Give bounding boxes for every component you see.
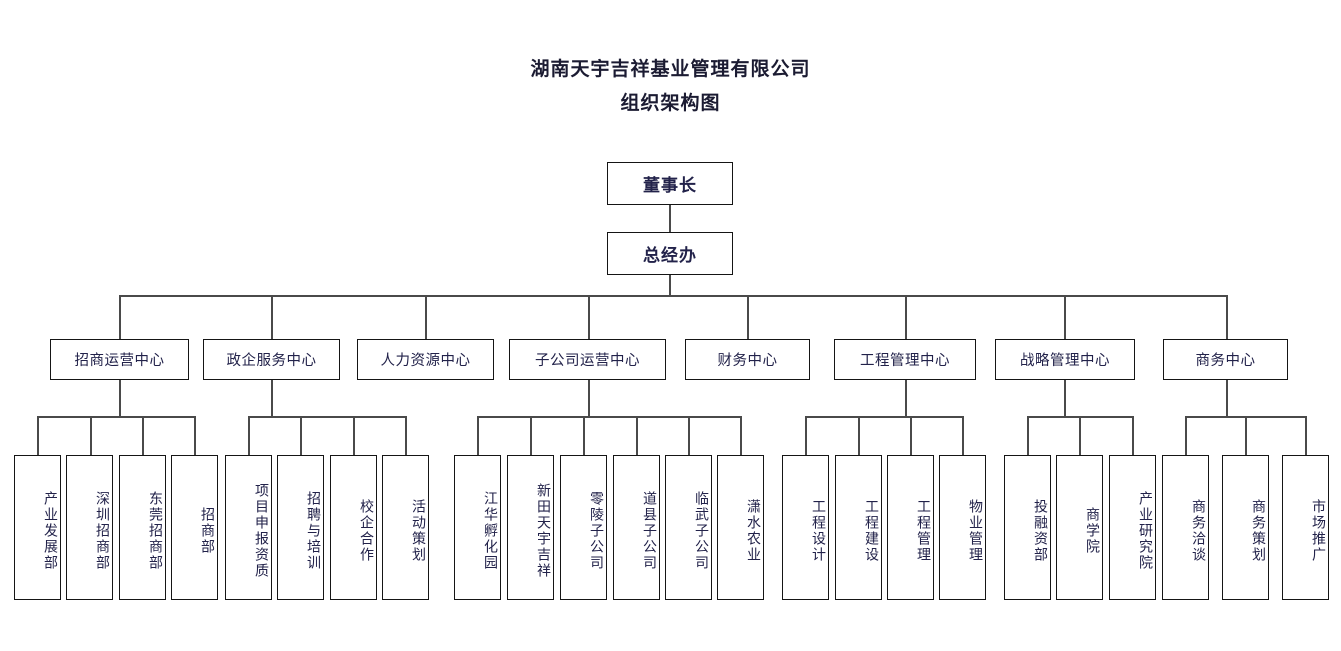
node-center-gongcheng-guanli[interactable]: 工程管理中心 — [834, 339, 976, 380]
node-leaf-dongguan-zhaoshang[interactable]: 东莞招商部 — [119, 455, 166, 600]
node-leaf-wuye-guanli[interactable]: 物业管理 — [939, 455, 986, 600]
connector-subbus1-drop-4 — [194, 416, 196, 455]
connector-gm-to-bus — [669, 275, 671, 296]
connector-subbus2-drop-2 — [300, 416, 302, 455]
connector-subbus4-drop-1 — [477, 416, 479, 455]
node-leaf-shangwu-cehua[interactable]: 商务策划 — [1222, 455, 1269, 600]
connector-subbus4-drop-2 — [530, 416, 532, 455]
connector-subbus-group-4 — [477, 416, 741, 418]
node-leaf-lingling-zigongsi[interactable]: 零陵子公司 — [560, 455, 607, 600]
connector-subbus6-drop-1 — [805, 416, 807, 455]
connector-subbus4-drop-4 — [636, 416, 638, 455]
connector-main-bus — [119, 295, 1227, 297]
node-center-zigongsi-yunying[interactable]: 子公司运营中心 — [509, 339, 666, 380]
node-gm-office[interactable]: 总经办 — [607, 232, 733, 275]
connector-bus-to-center-1 — [119, 295, 121, 339]
connector-subbus7-drop-3 — [1132, 416, 1134, 455]
connector-subbus2-drop-3 — [353, 416, 355, 455]
title-line-company: 湖南天宇吉祥基业管理有限公司 — [530, 58, 811, 80]
connector-center4-to-subbus — [588, 380, 590, 416]
node-center-zhengqi-fuwu[interactable]: 政企服务中心 — [203, 339, 340, 380]
connector-bus-to-center-4 — [588, 295, 590, 339]
connector-center6-to-subbus — [905, 380, 907, 416]
node-center-caiwu[interactable]: 财务中心 — [685, 339, 810, 380]
node-leaf-gongcheng-sheji[interactable]: 工程设计 — [782, 455, 829, 600]
node-leaf-linwu-zigongsi[interactable]: 临武子公司 — [665, 455, 712, 600]
connector-subbus2-drop-4 — [405, 416, 407, 455]
connector-subbus1-drop-2 — [90, 416, 92, 455]
node-leaf-zhaopin-yu-peixun[interactable]: 招聘与培训 — [277, 455, 324, 600]
connector-subbus7-drop-2 — [1079, 416, 1081, 455]
node-leaf-huodong-cehua[interactable]: 活动策划 — [382, 455, 429, 600]
node-leaf-xiangmu-shenbao-zizhi[interactable]: 项目申报资质 — [225, 455, 272, 600]
connector-subbus1-drop-3 — [142, 416, 144, 455]
node-leaf-gongcheng-jianshe[interactable]: 工程建设 — [835, 455, 882, 600]
connector-subbus8-drop-2 — [1245, 416, 1247, 455]
node-leaf-jianghua-fuhuayuan[interactable]: 江华孵化园 — [454, 455, 501, 600]
node-leaf-xintian-tianyu-jixiang[interactable]: 新田天宇吉祥 — [507, 455, 554, 600]
node-center-renli-ziyuan[interactable]: 人力资源中心 — [357, 339, 494, 380]
node-leaf-shangwu-qiatan[interactable]: 商务洽谈 — [1162, 455, 1209, 600]
connector-subbus8-drop-1 — [1185, 416, 1187, 455]
connector-subbus7-drop-1 — [1027, 416, 1029, 455]
connector-bus-to-center-7 — [1064, 295, 1066, 339]
connector-bus-to-center-8 — [1226, 295, 1228, 339]
node-leaf-daoxian-zigongsi[interactable]: 道县子公司 — [613, 455, 660, 600]
connector-bus-to-center-3 — [425, 295, 427, 339]
connector-subbus6-drop-3 — [910, 416, 912, 455]
connector-subbus1-drop-1 — [37, 416, 39, 455]
node-leaf-xiaoshui-nongye[interactable]: 潇水农业 — [717, 455, 764, 600]
node-center-zhaoshang-yunying[interactable]: 招商运营中心 — [50, 339, 189, 380]
node-leaf-zhaoshang-bu[interactable]: 招商部 — [171, 455, 218, 600]
connector-subbus-group-6 — [805, 416, 963, 418]
node-leaf-gongcheng-guanli[interactable]: 工程管理 — [887, 455, 934, 600]
node-leaf-shangxueyuan[interactable]: 商学院 — [1056, 455, 1103, 600]
connector-subbus6-drop-2 — [858, 416, 860, 455]
connector-bus-to-center-5 — [747, 295, 749, 339]
chart-title: 湖南天宇吉祥基业管理有限公司 组织架构图 — [0, 52, 1341, 120]
node-leaf-shichang-tuiguang[interactable]: 市场推广 — [1282, 455, 1329, 600]
node-leaf-chanye-fazhan[interactable]: 产业发展部 — [14, 455, 61, 600]
node-leaf-chanye-yanjiuyuan[interactable]: 产业研究院 — [1109, 455, 1156, 600]
node-leaf-xiaoqi-hezuo[interactable]: 校企合作 — [330, 455, 377, 600]
connector-center2-to-subbus — [271, 380, 273, 416]
connector-subbus6-drop-4 — [962, 416, 964, 455]
node-center-shangwu[interactable]: 商务中心 — [1163, 339, 1288, 380]
connector-subbus4-drop-3 — [583, 416, 585, 455]
connector-chairman-to-gm — [669, 205, 671, 232]
connector-subbus-group-1 — [37, 416, 195, 418]
node-center-zhanlue-guanli[interactable]: 战略管理中心 — [995, 339, 1135, 380]
connector-subbus2-drop-1 — [248, 416, 250, 455]
connector-subbus4-drop-6 — [740, 416, 742, 455]
connector-center7-to-subbus — [1064, 380, 1066, 416]
connector-bus-to-center-6 — [905, 295, 907, 339]
connector-center1-to-subbus — [119, 380, 121, 416]
title-line-subtitle: 组织架构图 — [620, 92, 721, 114]
connector-subbus-group-2 — [248, 416, 406, 418]
connector-center8-to-subbus — [1226, 380, 1228, 416]
node-leaf-tourongzi-bu[interactable]: 投融资部 — [1004, 455, 1051, 600]
connector-subbus8-drop-3 — [1305, 416, 1307, 455]
node-chairman[interactable]: 董事长 — [607, 162, 733, 205]
connector-bus-to-center-2 — [271, 295, 273, 339]
node-leaf-shenzhen-zhaoshang[interactable]: 深圳招商部 — [66, 455, 113, 600]
connector-subbus4-drop-5 — [688, 416, 690, 455]
